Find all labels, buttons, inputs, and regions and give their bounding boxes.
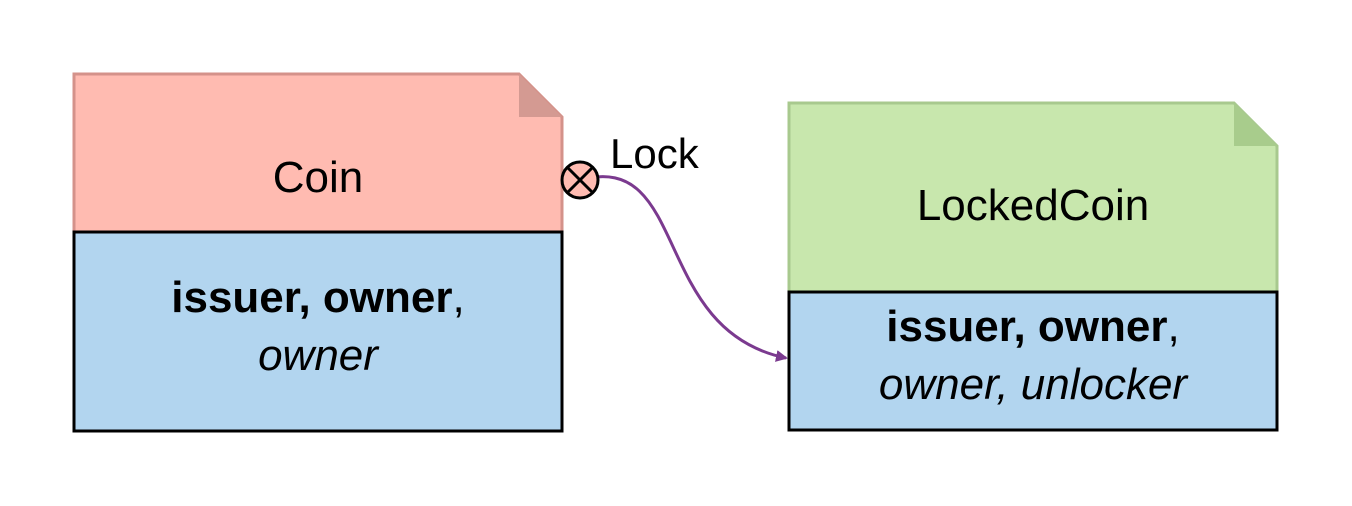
coin-fold-corner: [519, 74, 562, 117]
locked-coin-fields-line1: issuer, owner,: [886, 302, 1179, 351]
locked-coin-fold-corner: [1234, 103, 1277, 146]
coin-node[interactable]: Coin issuer, owner, owner: [72, 72, 564, 433]
locked-coin-header: [787, 101, 1279, 294]
locked-coin-fields-italic: owner, unlocker: [879, 360, 1190, 409]
coin-fields-italic: owner: [258, 331, 380, 380]
coin-fields-sep: ,: [453, 273, 465, 322]
locked-coin-fields-bold: issuer, owner: [886, 302, 1167, 351]
locked-coin-fields-sep: ,: [1168, 302, 1180, 351]
coin-fields-bold: issuer, owner: [171, 273, 452, 322]
coin-fields-line1: issuer, owner,: [171, 273, 464, 322]
coin-title: Coin: [273, 153, 364, 202]
locked-coin-body: [787, 290, 1279, 432]
locked-coin-title: LockedCoin: [917, 181, 1149, 230]
locked-coin-node[interactable]: LockedCoin issuer, owner, owner, unlocke…: [787, 101, 1279, 432]
transition-start-marker-icon[interactable]: [560, 160, 600, 200]
coin-body: [72, 230, 564, 433]
transition-label: Lock: [610, 130, 700, 177]
lock-transition-arrow[interactable]: [579, 175, 788, 362]
